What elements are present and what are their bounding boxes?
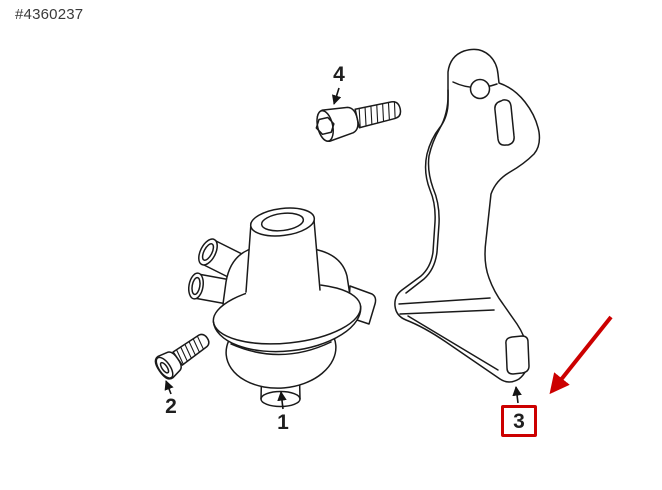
callout-arrow-1 [277,391,287,410]
socket-bolt-drawing [315,100,402,143]
callout-box-3: 3 [501,405,537,437]
callout-arrow-3 [512,386,522,404]
hex-socket [315,116,335,136]
part-number: #4360237 [15,6,84,23]
callout-label-4: 4 [333,63,345,86]
pump-outlet-neck [245,207,321,294]
mounting-bracket-drawing [394,48,541,383]
bracket-hole [469,78,491,100]
callout-label-2: 2 [165,395,177,418]
callout-arrow-2 [164,380,174,395]
callout-arrow-4 [331,87,342,105]
highlight-arrow [549,315,613,395]
bracket-tab [505,335,530,375]
mounting-screw-drawing [154,333,210,380]
pump-flange [212,283,362,353]
auxiliary-water-pump-drawing [187,207,377,408]
callout-label-1: 1 [277,411,289,434]
bracket-slot [494,99,515,146]
callout-label-3: 3 [513,409,525,433]
